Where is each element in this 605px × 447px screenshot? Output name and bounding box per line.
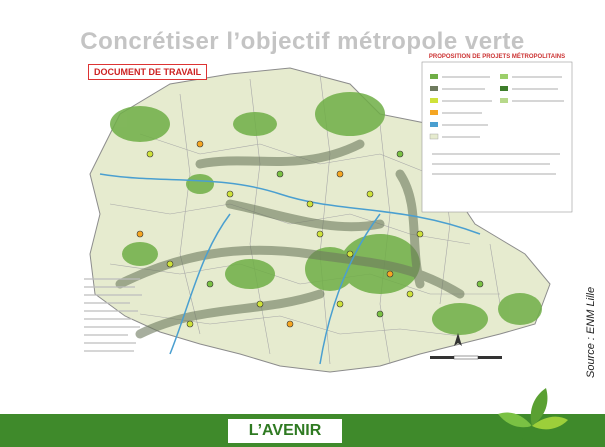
project-list-lines bbox=[84, 278, 142, 352]
leaf-logo-icon bbox=[498, 388, 568, 444]
slide-title: Concrétiser l’objectif métropole verte bbox=[80, 28, 525, 55]
legend-swatches bbox=[429, 74, 508, 140]
document-label: DOCUMENT DE TRAVAIL bbox=[88, 64, 208, 80]
scale-bar bbox=[430, 355, 502, 360]
project-markers bbox=[136, 140, 484, 328]
green-spaces bbox=[110, 92, 542, 335]
legend-title: PROPOSITION DE PROJETS MÉTROPOLITAINS bbox=[428, 54, 566, 60]
map-illustration bbox=[84, 61, 573, 373]
legend-text-lines bbox=[432, 76, 564, 175]
map-image: DOCUMENT DE TRAVAIL PROPOSITION DE PROJE… bbox=[80, 54, 578, 377]
north-arrow-icon bbox=[454, 333, 462, 346]
waterways bbox=[99, 173, 481, 365]
footer-label: L’AVENIR bbox=[228, 419, 342, 443]
source-credit: Source : ENM Lille bbox=[585, 286, 597, 378]
